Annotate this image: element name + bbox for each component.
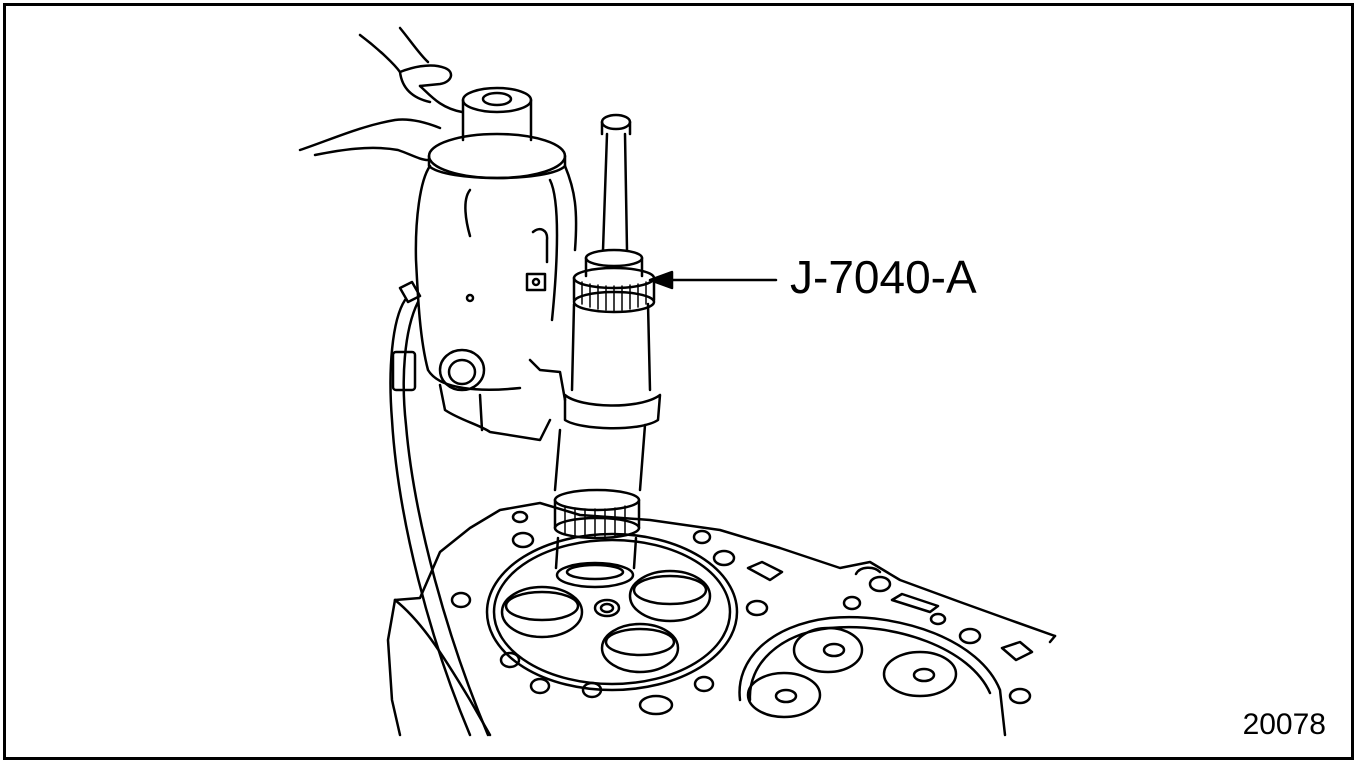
- cylinder-head-illustration: [386, 501, 1057, 737]
- valve-port: [500, 585, 584, 639]
- injector-tester-tool: [414, 86, 662, 589]
- valve-port: [600, 622, 680, 674]
- tool-callout-label: J-7040-A: [790, 251, 977, 303]
- fuel-line-hose: [389, 280, 490, 737]
- hand-illustration: [298, 26, 464, 162]
- figure-number: 20078: [1242, 708, 1326, 741]
- valve-port: [628, 569, 712, 623]
- callout-arrow: [648, 270, 778, 290]
- figure-frame: [3, 3, 1354, 760]
